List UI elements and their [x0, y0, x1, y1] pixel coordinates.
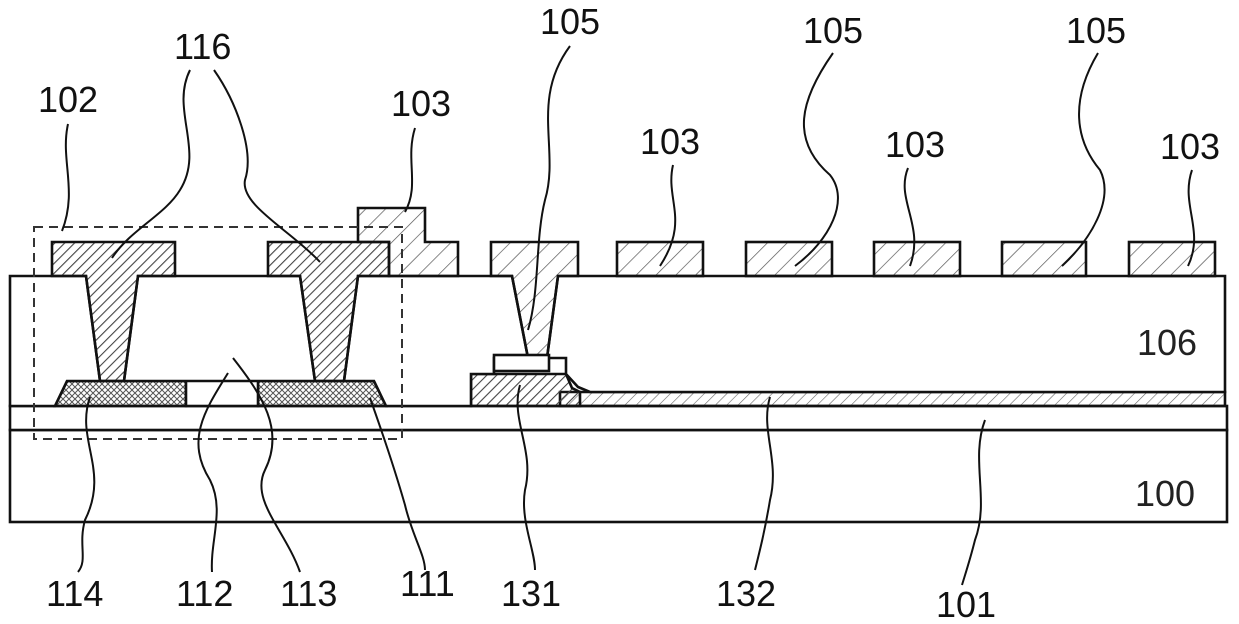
label-103-b: 103: [640, 121, 700, 162]
electrode-103-d: [1129, 242, 1215, 276]
label-113: 113: [280, 573, 337, 614]
label-114: 114: [46, 573, 103, 614]
source-region-114: [55, 381, 186, 406]
label-105-a: 105: [540, 1, 600, 42]
leader-105-b: [795, 53, 838, 266]
contact-cap: [494, 355, 549, 371]
label-105-b: 105: [803, 10, 863, 51]
label-101: 101: [936, 584, 996, 624]
label-105-c: 105: [1066, 10, 1126, 51]
label-116: 116: [174, 26, 231, 67]
buffer-layer-101: [10, 406, 1227, 430]
leader-102: [62, 124, 69, 231]
label-100: 100: [1135, 473, 1195, 514]
label-112: 112: [176, 573, 233, 614]
label-106: 106: [1137, 322, 1197, 363]
electrode-105-c: [1002, 242, 1086, 276]
electrode-105-b: [746, 242, 832, 276]
label-103-c: 103: [885, 124, 945, 165]
label-103-d: 103: [1160, 126, 1220, 167]
label-103-a: 103: [391, 83, 451, 124]
pad-131: [471, 374, 580, 406]
drain-region-111: [258, 381, 386, 406]
leader-116-left: [112, 70, 190, 258]
substrate-100: [10, 430, 1227, 522]
leader-105-c: [1062, 53, 1105, 266]
leader-116-right: [214, 70, 320, 262]
wiring-132: [560, 392, 1225, 406]
label-111: 111: [400, 563, 455, 604]
leader-103-a: [405, 128, 415, 212]
label-132: 132: [716, 573, 776, 614]
electrode-103-c: [874, 242, 960, 276]
electrode-103-b: [617, 242, 703, 276]
label-131: 131: [501, 573, 561, 614]
label-102: 102: [38, 79, 98, 120]
